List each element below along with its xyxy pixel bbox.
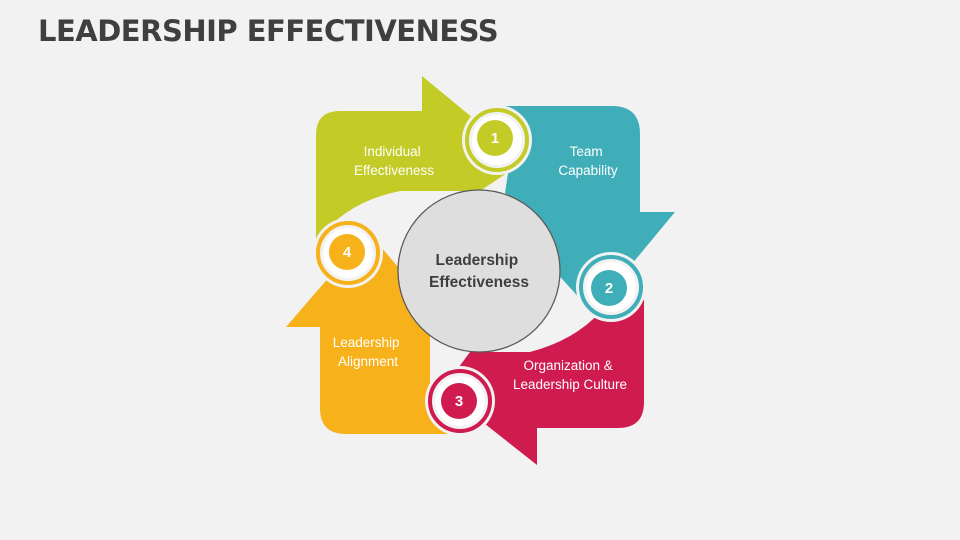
center-label: Leadership Effectiveness [429,252,529,291]
number-badge-1: 1 [462,105,532,175]
svg-text:4: 4 [343,244,352,261]
segment-3-label: Organization & Leadership Culture [513,358,627,392]
segment-organization-culture: Organization & Leadership Culture [442,300,644,465]
segment-3-arrow [442,300,644,465]
segment-1-arrow [316,76,525,240]
number-badge-3: 3 [425,366,495,436]
center-circle: Leadership Effectiveness [397,189,561,353]
segment-2-label: Team Capability [558,144,618,178]
number-badge-2: 2 [576,252,646,322]
svg-text:3: 3 [455,393,463,410]
segment-1-label: Individual Effectiveness [354,144,434,178]
number-badge-4: 4 [313,218,383,288]
slide-title: LEADERSHIP EFFECTIVENESS [38,14,499,48]
svg-text:1: 1 [491,130,499,147]
segment-individual-effectiveness: Individual Effectiveness [316,76,525,240]
svg-text:2: 2 [605,280,613,297]
segment-4-label: Leadership Alignment [333,335,404,369]
